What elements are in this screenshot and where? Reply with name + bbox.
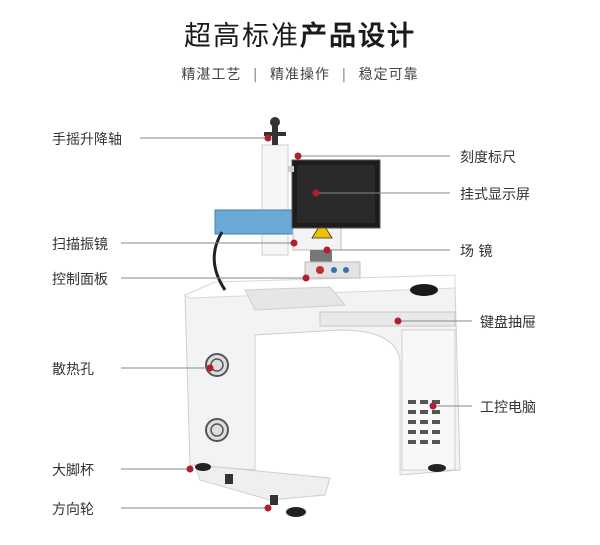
callout-label: 工控电脑	[480, 400, 536, 416]
marker-icon	[294, 152, 302, 160]
callout-label: 大脚杯	[52, 463, 94, 479]
keyboard-drawer	[319, 311, 456, 327]
callout-label: 键盘抽屉	[480, 315, 536, 331]
subtitle-separator: |	[341, 67, 348, 83]
callout-label: 扫描振镜	[52, 237, 108, 253]
marker-icon	[264, 504, 272, 512]
subtitle-item: 精准操作	[270, 67, 330, 83]
callout-label: 手摇升降轴	[52, 132, 122, 148]
marker-dots	[186, 134, 437, 512]
marker-icon	[323, 246, 331, 254]
subtitle-item: 稳定可靠	[358, 67, 419, 83]
subtitle-item: 精湛工艺	[181, 67, 242, 83]
leader-lines	[121, 137, 472, 509]
marker-icon	[429, 402, 437, 410]
marker-icon	[302, 274, 310, 282]
callout-label: 控制面板	[52, 272, 108, 288]
marker-icon	[264, 134, 272, 142]
callout-label: 刻度标尺	[460, 150, 516, 166]
callout-label: 挂式显示屏	[460, 187, 530, 203]
subtitle-separator: |	[252, 67, 259, 83]
subtitle: 精湛工艺 | 精准操作 | 稳定可靠	[0, 64, 600, 84]
marker-icon	[290, 239, 298, 247]
marker-icon	[186, 465, 194, 473]
title-light: 超高标准	[184, 21, 300, 52]
marker-icon	[394, 317, 402, 325]
fan-icon	[205, 353, 229, 442]
callout-label: 场 镜	[460, 244, 493, 260]
mouse	[410, 284, 438, 296]
title-bold: 产品设计	[300, 21, 416, 52]
page-title: 超高标准产品设计	[0, 14, 600, 53]
callout-label: 散热孔	[52, 362, 94, 378]
callout-label: 方向轮	[52, 502, 94, 518]
marker-icon	[312, 189, 320, 197]
monitor	[288, 159, 381, 229]
cabinet	[183, 274, 461, 517]
marker-icon	[206, 364, 214, 372]
